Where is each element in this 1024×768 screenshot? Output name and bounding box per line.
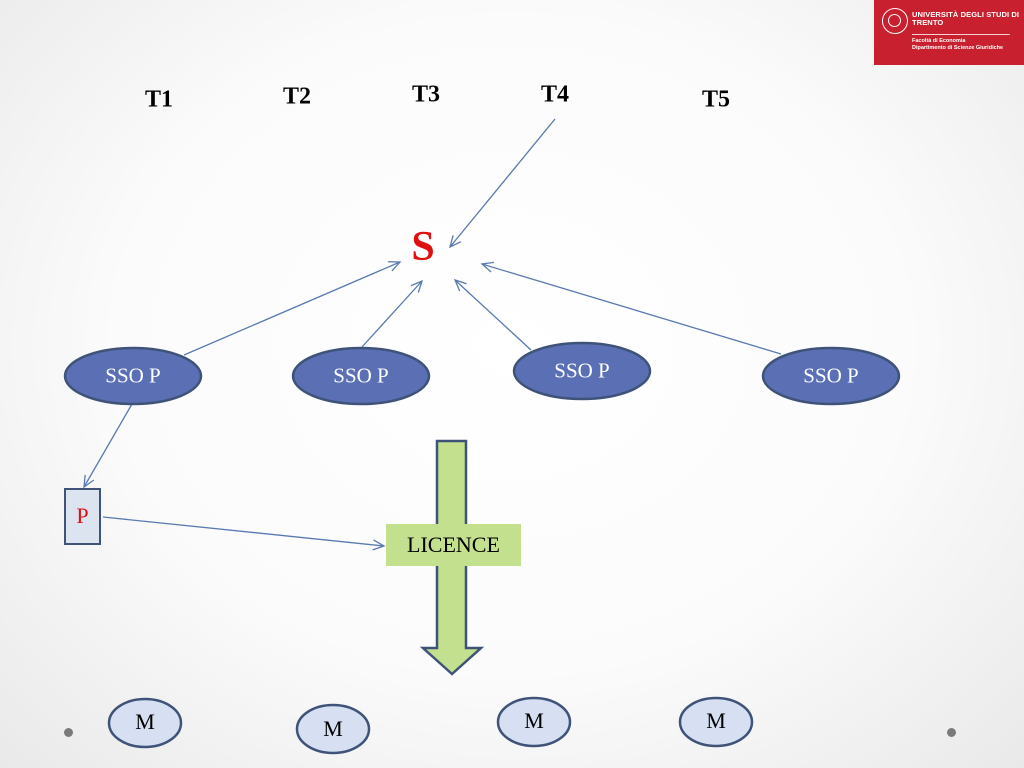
logo-university-name: UNIVERSITÀ DEGLI STUDI DI TRENTO [912,10,1020,27]
arrow-sso1-to-p [83,403,133,489]
m-node-2 [295,703,371,755]
sso-label-4: SSO P [803,363,859,388]
sso-label-1: SSO P [105,363,161,388]
slide-bullet-left [64,728,73,737]
p-node: P [64,488,101,545]
t-label-1: T1 [144,86,174,113]
m-label-3: M [524,708,544,733]
university-logo: UNIVERSITÀ DEGLI STUDI DI TRENTO Facoltà… [874,0,1024,65]
arrow-p-to-licence [102,516,386,551]
m-label-4: M [706,708,726,733]
sso-node-4 [761,346,901,406]
sso-node-1 [63,346,203,406]
t-label-4: T4 [540,81,570,108]
m-node-1 [107,697,183,749]
m-label-1: M [135,709,155,734]
t-label-2: T2 [282,83,312,110]
logo-divider [912,34,1010,35]
slide-bullet-right [947,728,956,737]
logo-faculty: Facoltà di Economia Dipartimento di Scie… [912,38,1022,52]
m-node-4 [678,696,754,748]
arrow-sso1-to-s [183,261,402,356]
seal-icon [882,8,908,34]
arrow-sso4-to-s [480,261,782,355]
m-node-3 [496,696,572,748]
sso-label-3: SSO P [554,358,610,383]
arrow-sso3-to-s [453,278,532,351]
sso-label-2: SSO P [333,363,389,388]
t-label-3: T3 [411,81,441,108]
sso-node-3 [512,341,652,401]
sso-node-2 [291,346,431,406]
s-label: S [411,224,435,270]
m-label-2: M [323,716,343,741]
arrow-t4-to-s [449,118,556,249]
logo-faculty-name: Facoltà di Economia [912,38,966,44]
arrow-sso2-to-s [361,279,424,348]
licence-box: LICENCE [386,524,521,566]
logo-department-name: Dipartimento di Scienze Giuridiche [912,45,1004,51]
t-label-5: T5 [701,86,731,113]
